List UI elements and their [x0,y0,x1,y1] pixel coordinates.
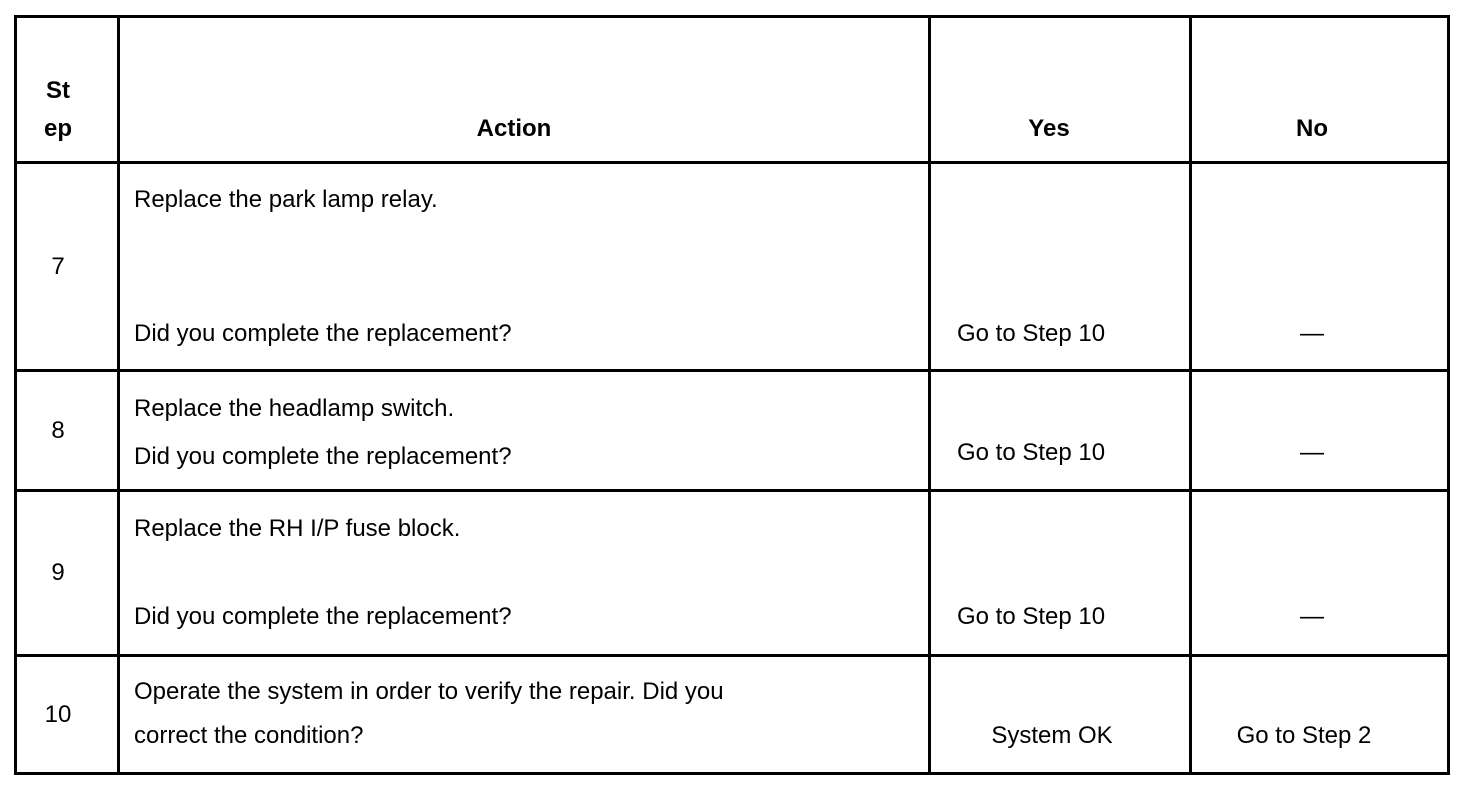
no-result: — [1300,439,1324,466]
step-number: 7 [51,253,65,280]
row-divider [17,489,1447,492]
row-divider [17,654,1447,657]
action-text: Replace the RH I/P fuse block. [134,515,461,542]
column-divider [117,18,120,772]
step-number: 9 [51,559,65,586]
header-yes: Yes [1028,115,1070,142]
yes-result: Go to Step 10 [957,439,1106,466]
header-no: No [1296,115,1328,142]
action-text: Replace the headlamp switch. [134,395,455,422]
header-step-line1: St [46,77,70,104]
action-text: Replace the park lamp relay. [134,186,438,213]
column-divider [928,18,931,772]
yes-result: Go to Step 10 [957,320,1106,347]
no-result: — [1300,603,1324,630]
yes-result: System OK [991,722,1113,749]
yes-result: Go to Step 10 [957,603,1106,630]
no-result: Go to Step 2 [1236,722,1372,749]
action-question: Did you complete the replacement? [134,603,512,630]
no-result: — [1300,320,1324,347]
header-action: Action [476,115,552,142]
header-step-line2: ep [43,115,73,142]
action-question: correct the condition? [134,722,364,749]
action-text: Operate the system in order to verify th… [134,678,724,705]
step-number: 10 [44,701,72,728]
step-number: 8 [51,417,65,444]
column-divider [1189,18,1192,772]
row-divider [17,161,1447,164]
row-divider [17,369,1447,372]
diagnostic-table: St ep Action Yes No 7 Replace the park l… [14,15,1450,775]
action-question: Did you complete the replacement? [134,320,512,347]
action-question: Did you complete the replacement? [134,443,512,470]
